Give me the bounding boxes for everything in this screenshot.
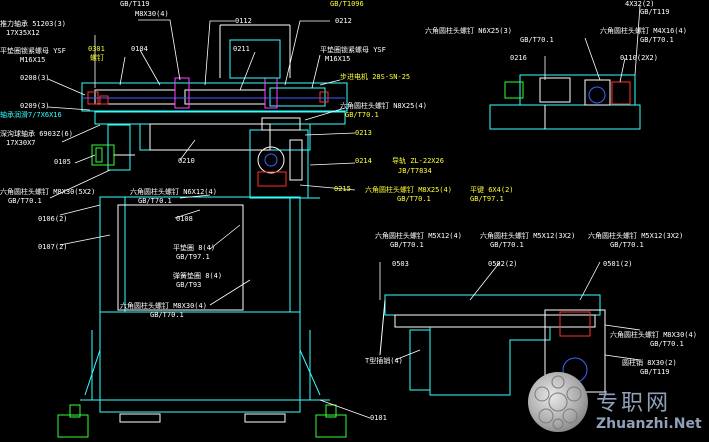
- label-0210: 0210: [178, 157, 195, 165]
- label-0301: 0301: [88, 45, 105, 53]
- label-0107: 0107(2): [38, 243, 68, 251]
- label-gbt93: GB/T93: [176, 281, 202, 289]
- label-ysf-l: 平垫圈锁紧螺母 YSF: [0, 47, 66, 55]
- label-gb701-l2: GB/T70.1: [138, 197, 172, 205]
- label-motor: 步进电机 28S-SN-25: [340, 73, 411, 81]
- label-jb: JB/T7834: [398, 167, 432, 175]
- label-0208: 0208(3): [20, 74, 50, 82]
- label-m16-l: M16X15: [20, 56, 46, 64]
- label-m16-r: M16X15: [325, 55, 351, 63]
- label-gb701-a: GB/T70.1: [390, 241, 424, 249]
- label-0112: 0112: [235, 17, 252, 25]
- globe-icon: [534, 375, 582, 430]
- label-51203: 推力轴承 51203(3): [0, 20, 66, 28]
- label-0211: 0211: [233, 45, 250, 53]
- label-gb701-b: GB/T70.1: [150, 311, 184, 319]
- label-gb701-b2: GB/T70.1: [490, 241, 524, 249]
- label-gb701-m: GB/T70.1: [345, 111, 379, 119]
- label-gbt97-2: GB/T97.1: [176, 253, 210, 261]
- label-0104: 0104: [131, 45, 148, 53]
- label-17x30: 17X30X7: [6, 139, 36, 147]
- label-m4x16: 六角圆柱头螺钉 M4X16(4): [600, 27, 687, 35]
- base-frame: [80, 196, 330, 413]
- watermark-url: Zhuanzhi.Net: [596, 416, 702, 432]
- watermark-logo: [528, 372, 588, 432]
- label-6903: 深沟球轴承 6903Z(6): [0, 130, 73, 138]
- label-0108: 0108: [176, 215, 193, 223]
- feet: [57, 404, 347, 438]
- top-rail: [81, 77, 348, 151]
- label-0503: 0503: [392, 260, 409, 268]
- label-gb701-r2: GB/T70.1: [640, 36, 674, 44]
- label-0214: 0214: [355, 157, 372, 165]
- label-0209: 0209(3): [20, 102, 50, 110]
- label-0101: 0101: [370, 414, 387, 422]
- label-n8x25: 六角圆柱头螺钉 N8X25(4): [340, 102, 427, 110]
- detail-top-right: [489, 74, 641, 130]
- label-terminal: T型插销(4): [365, 357, 403, 365]
- label-m8x25: 六角圆柱头螺钉 M8X25(4): [365, 186, 452, 194]
- label-4x32: 4X32(2): [625, 0, 655, 8]
- label-pin: 平键 6X4(2): [470, 186, 514, 194]
- label-0110: 0110(2X2): [620, 54, 658, 62]
- label-n6x12: 六角圆柱头螺钉 N6X12(4): [130, 188, 217, 196]
- label-0216: 0216: [510, 54, 527, 62]
- label-17x35: 17X35X12: [6, 29, 40, 37]
- label-gb701-l: GB/T70.1: [8, 197, 42, 205]
- top-supports: [219, 24, 291, 79]
- label-pin-r: 圆柱销 8X30(2): [622, 359, 677, 367]
- label-m8x30-4: 六角圆柱头螺钉 M8X30(4): [120, 302, 207, 310]
- label-gb1096: GB/T1096: [330, 0, 364, 8]
- watermark-cn: 专职网: [596, 391, 672, 416]
- label-n6x25: 六角圆柱头螺钉 N6X25(3): [425, 27, 512, 35]
- label-0105: 0105: [54, 158, 71, 166]
- label-0215: 0215: [334, 185, 351, 193]
- label-m5x12b: 六角圆柱头螺钉 M5X12(3X2): [480, 232, 576, 240]
- label-m8x30-r: 六角圆柱头螺钉 M8X30(4): [610, 331, 697, 339]
- label-gb701-c: GB/T70.1: [610, 241, 644, 249]
- label-m5x12c: 六角圆柱头螺钉 M5X12(3X2): [588, 232, 684, 240]
- label-gb701-r1: GB/T70.1: [520, 36, 554, 44]
- label-gb119-rr: GB/T119: [640, 368, 670, 376]
- label-0501: 0501(2): [603, 260, 633, 268]
- label-m8x30-top: M8X30(4): [135, 10, 169, 18]
- label-0212: 0212: [335, 17, 352, 25]
- label-0106: 0106(2): [38, 215, 68, 223]
- detail-bottom-right: [379, 294, 606, 396]
- label-washer-s: 弹簧垫圈 8(4): [173, 272, 223, 280]
- label-ysf-r: 平垫圈锁紧螺母 YSF: [320, 46, 386, 54]
- label-gb119-r: GB/T119: [640, 8, 670, 16]
- leader-lines: [47, 5, 641, 419]
- label-gb701-rr: GB/T70.1: [650, 340, 684, 348]
- label-washer8: 平垫圈 8(4): [173, 244, 216, 252]
- label-zl: 导轨 ZL-22X26: [392, 157, 444, 165]
- label-luoding: 螺钉: [90, 54, 104, 62]
- label-m5x12a: 六角圆柱头螺钉 M5X12(4): [375, 232, 462, 240]
- label-0502: 0502(2): [488, 260, 518, 268]
- gearbox: [249, 117, 320, 199]
- label-bearing-l: 轴承润滑7/7X6X16: [0, 111, 62, 119]
- label-m8x30-52: 六角圆柱头螺钉 M8X30(5X2): [0, 188, 96, 196]
- label-gb701-m2: GB/T70.1: [397, 195, 431, 203]
- left-coupling: [91, 124, 135, 171]
- label-gb119: GB/T119: [120, 0, 150, 8]
- label-gbt97: GB/T97.1: [470, 195, 504, 203]
- label-0213: 0213: [355, 129, 372, 137]
